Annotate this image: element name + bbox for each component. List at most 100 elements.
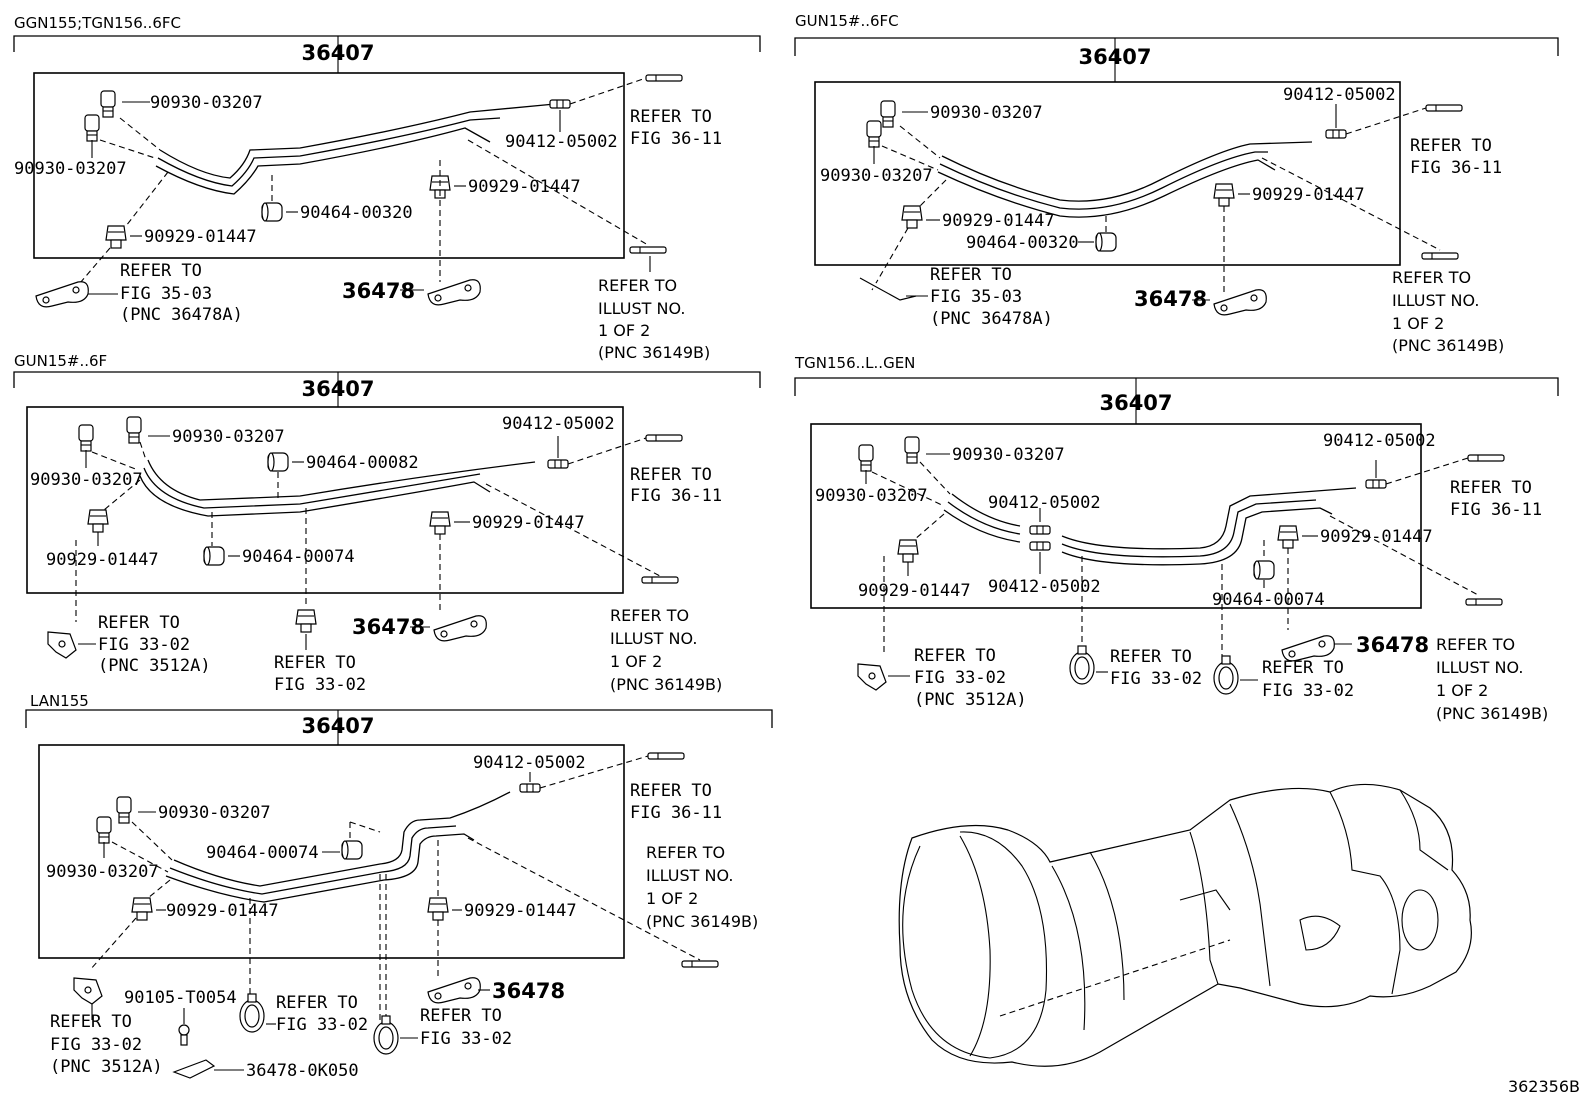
vent-plug [84, 114, 100, 142]
vent-plug [96, 816, 112, 844]
clamp-icon [105, 225, 127, 249]
part-number: 90929-01447 [46, 550, 159, 570]
ref-label: FIG 36-11 [630, 486, 722, 506]
diagram-id: 362356B [1508, 1077, 1580, 1096]
part-number: 90412-05002 [1283, 85, 1396, 105]
ref-label: REFER TO [1262, 658, 1344, 678]
ref-label: REFER TO [274, 653, 356, 673]
part-number: 90412-05002 [473, 753, 586, 773]
part-number: 90930-03207 [30, 470, 143, 490]
clamp-icon [1069, 645, 1095, 685]
assembly-box [33, 72, 625, 259]
ref-label: FIG 35-03 [930, 287, 1022, 307]
part-number: 90929-01447 [166, 901, 279, 921]
bracket-icon [1213, 289, 1267, 316]
ref-label: REFER TO [1436, 635, 1515, 654]
part-number: 90412-05002 [988, 577, 1101, 597]
ref-label: FIG 33-02 [276, 1015, 368, 1035]
pipe-end-icon [641, 576, 679, 584]
ref-label: REFER TO [1110, 647, 1192, 667]
assembly-box [814, 81, 1401, 266]
ref-label: REFER TO [630, 465, 712, 485]
ref-label: 1 OF 2 [646, 889, 698, 908]
ref-label: 1 OF 2 [598, 321, 650, 340]
ref-label: ILLUST NO. [1436, 658, 1523, 677]
part-number: 90930-03207 [930, 103, 1043, 123]
part-number: 90930-03207 [14, 159, 127, 179]
ref-label: REFER TO [1410, 136, 1492, 156]
ref-label: (PNC 36478A) [930, 309, 1053, 329]
ref-label: REFER TO [420, 1006, 502, 1026]
pipe-end-icon [1467, 454, 1505, 462]
vent-plug [78, 424, 94, 452]
part-number: 90464-00320 [966, 233, 1079, 253]
ref-label: (PNC 3512A) [98, 656, 211, 676]
ref-label: REFER TO [1450, 478, 1532, 498]
ref-label: REFER TO [598, 276, 677, 295]
ref-label: (PNC 3512A) [50, 1057, 163, 1077]
part-number: 90105-T0054 [124, 988, 237, 1008]
part-number: 90929-01447 [1320, 527, 1433, 547]
part-number: 90929-01447 [942, 211, 1055, 231]
assy-number: 36407 [301, 41, 374, 65]
ref-label: ILLUST NO. [646, 866, 733, 885]
hose-icon [519, 783, 541, 793]
part-number: 90929-01447 [464, 901, 577, 921]
part-number: 90464-00074 [1212, 590, 1325, 610]
ref-label: REFER TO [98, 613, 180, 633]
clamp-icon [239, 993, 265, 1033]
bracket-icon [47, 631, 77, 659]
part-number: 90930-03207 [952, 445, 1065, 465]
clamp-icon [1213, 655, 1239, 695]
hose-icon [1325, 129, 1347, 139]
clamp-icon [1253, 560, 1275, 580]
part-number: 90930-03207 [158, 803, 271, 823]
variant-label: GUN15#..6FC [795, 12, 899, 30]
part-number: 36478 [352, 615, 425, 639]
panel-tgn156-gen: TGN156..L..GEN 36407 90412-05002 90412-0… [794, 354, 1559, 723]
pipe-end-icon [645, 74, 683, 82]
part-number: 90929-01447 [472, 513, 585, 533]
clamp-icon [261, 202, 283, 222]
brake-pipe-lower [157, 117, 501, 187]
part-number: 90412-05002 [1323, 431, 1436, 451]
ref-label: FIG 33-02 [50, 1035, 142, 1055]
part-number: 90929-01447 [144, 227, 257, 247]
part-number: 90929-01447 [858, 581, 971, 601]
hose-icon [1029, 541, 1051, 551]
clamp-icon [901, 205, 923, 229]
clamp-icon [267, 452, 289, 472]
vent-plug [116, 796, 132, 824]
ref-label: ILLUST NO. [1392, 291, 1479, 310]
ref-label: FIG 36-11 [630, 129, 722, 149]
ref-label: ILLUST NO. [598, 299, 685, 318]
ref-label: REFER TO [646, 843, 725, 862]
vent-plug [858, 444, 874, 472]
clamp-icon [131, 897, 153, 921]
assy-number: 36407 [1099, 391, 1172, 415]
panel-gun15-6fc: GUN15#..6FC 36407 90930-03207 90930-0320… [794, 12, 1559, 355]
part-number: 90464-00082 [306, 453, 419, 473]
part-number: 90464-00074 [242, 547, 355, 567]
ref-label: 1 OF 2 [1436, 681, 1488, 700]
part-number: 90412-05002 [988, 493, 1101, 513]
part-number: 36478-0K050 [246, 1061, 359, 1081]
pipe-end-icon [1425, 104, 1463, 112]
part-number: 90929-01447 [468, 177, 581, 197]
clamp-icon [1213, 183, 1235, 207]
pipe-end-icon [647, 752, 685, 760]
brake-pipe-upper [159, 103, 556, 179]
panel-ggn155: GGN155;TGN156..6FC 36407 90930-03207 909… [13, 14, 761, 362]
hose-icon [1029, 525, 1051, 535]
bracket-icon [35, 281, 89, 308]
part-number: 90464-00320 [300, 203, 413, 223]
ref-label: FIG 33-02 [274, 675, 366, 695]
ref-label: REFER TO [930, 265, 1012, 285]
variant-label: GUN15#..6F [14, 352, 107, 370]
ref-label: (PNC 36149B) [610, 675, 722, 694]
clamp-icon [341, 840, 363, 860]
variant-label: GGN155;TGN156..6FC [14, 14, 181, 32]
variant-label: TGN156..L..GEN [794, 354, 915, 372]
ref-label: FIG 36-11 [1450, 500, 1542, 520]
